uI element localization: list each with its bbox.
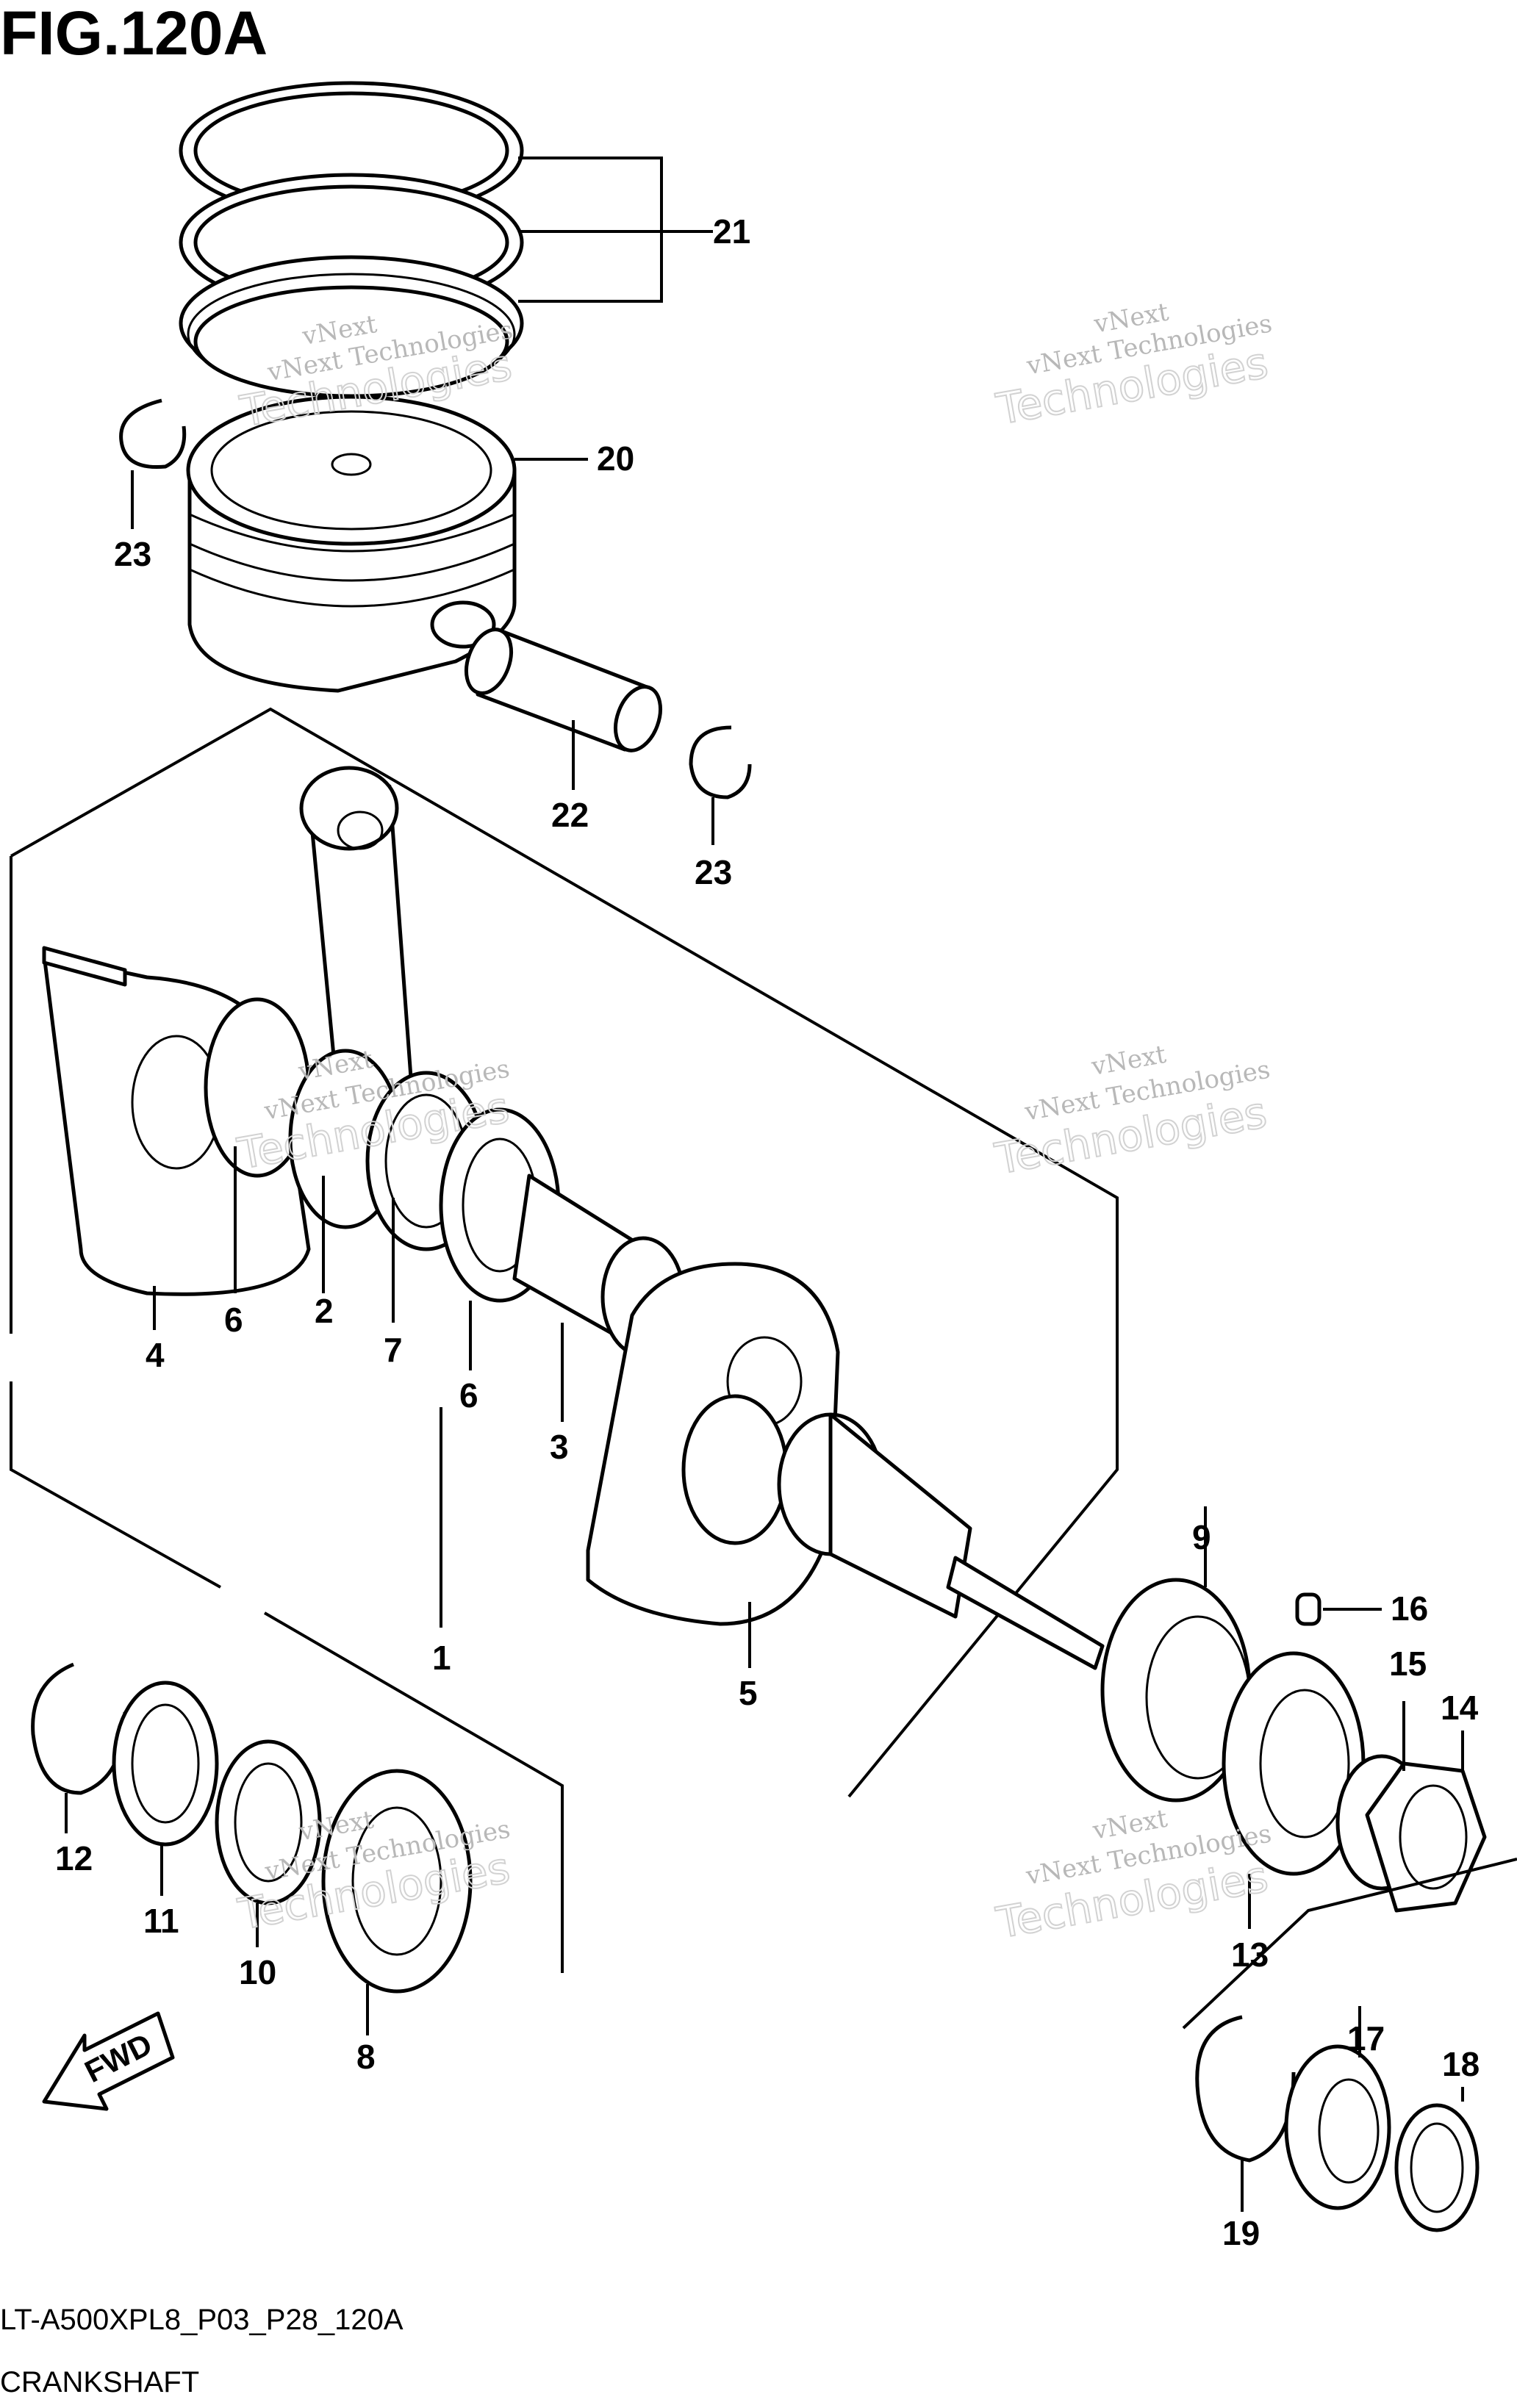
- callout-labels: 21 20 23 22 23 4 6 2 7 6 3 1 5 9 16 15 1…: [55, 212, 1480, 2252]
- crank-web-right: [586, 1262, 1105, 1670]
- callout-6-left: 6: [224, 1301, 243, 1339]
- callout-23-right: 23: [695, 853, 732, 891]
- key-16: [1295, 1592, 1321, 1626]
- callout-11: 11: [143, 1902, 179, 1940]
- bearing-8: [321, 1769, 473, 1994]
- piston: [186, 395, 517, 693]
- callout-12: 12: [55, 1839, 93, 1877]
- callout-4: 4: [146, 1336, 165, 1374]
- callout-8: 8: [356, 2038, 376, 2076]
- callout-16: 16: [1391, 1589, 1428, 1628]
- callout-6-right: 6: [459, 1376, 478, 1415]
- callout-7: 7: [384, 1331, 403, 1369]
- circlip-left: [119, 398, 187, 470]
- callout-1: 1: [432, 1639, 451, 1677]
- callout-10: 10: [239, 1953, 276, 1991]
- callout-3: 3: [550, 1428, 569, 1466]
- callout-18: 18: [1442, 2045, 1480, 2083]
- callout-22: 22: [551, 796, 589, 834]
- piston-pin: [465, 628, 662, 752]
- piston-rings: [179, 81, 524, 398]
- callout-21: 21: [713, 212, 750, 251]
- leader-lines: [65, 157, 1464, 2212]
- callout-14: 14: [1441, 1689, 1479, 1727]
- watermark-3: vNext vNext Technologies Technologies: [233, 1044, 514, 1179]
- callout-20: 20: [597, 439, 634, 478]
- circlip-right: [689, 725, 752, 799]
- figure-title: FIG.120A: [0, 0, 268, 68]
- callout-9: 9: [1192, 1518, 1211, 1556]
- assembly-frame: [10, 707, 1119, 1798]
- seal-18: [1394, 2103, 1480, 2232]
- watermark-2: vNext vNext Technologies Technologies: [991, 297, 1274, 435]
- callout-23-left: 23: [114, 535, 151, 573]
- forward-arrow: FWD: [42, 2011, 175, 2111]
- callout-19: 19: [1222, 2214, 1260, 2252]
- callout-5: 5: [739, 1674, 758, 1712]
- bearing-17: [1284, 2044, 1391, 2210]
- callout-15: 15: [1389, 1645, 1427, 1683]
- bearing-10: [215, 1739, 322, 1905]
- circlip-12: [31, 1662, 127, 1795]
- figure-code: LT-A500XPL8_P03_P28_120A: [0, 2304, 404, 2336]
- figure-name: CRANKSHAFT: [0, 2366, 199, 2398]
- seal-11: [112, 1681, 219, 1847]
- watermark-4: vNext vNext Technologies Technologies: [991, 1040, 1272, 1185]
- callout-13: 13: [1231, 1936, 1269, 1974]
- circlip-19: [1195, 2015, 1296, 2163]
- callout-2: 2: [315, 1292, 334, 1330]
- callout-17: 17: [1347, 2019, 1385, 2057]
